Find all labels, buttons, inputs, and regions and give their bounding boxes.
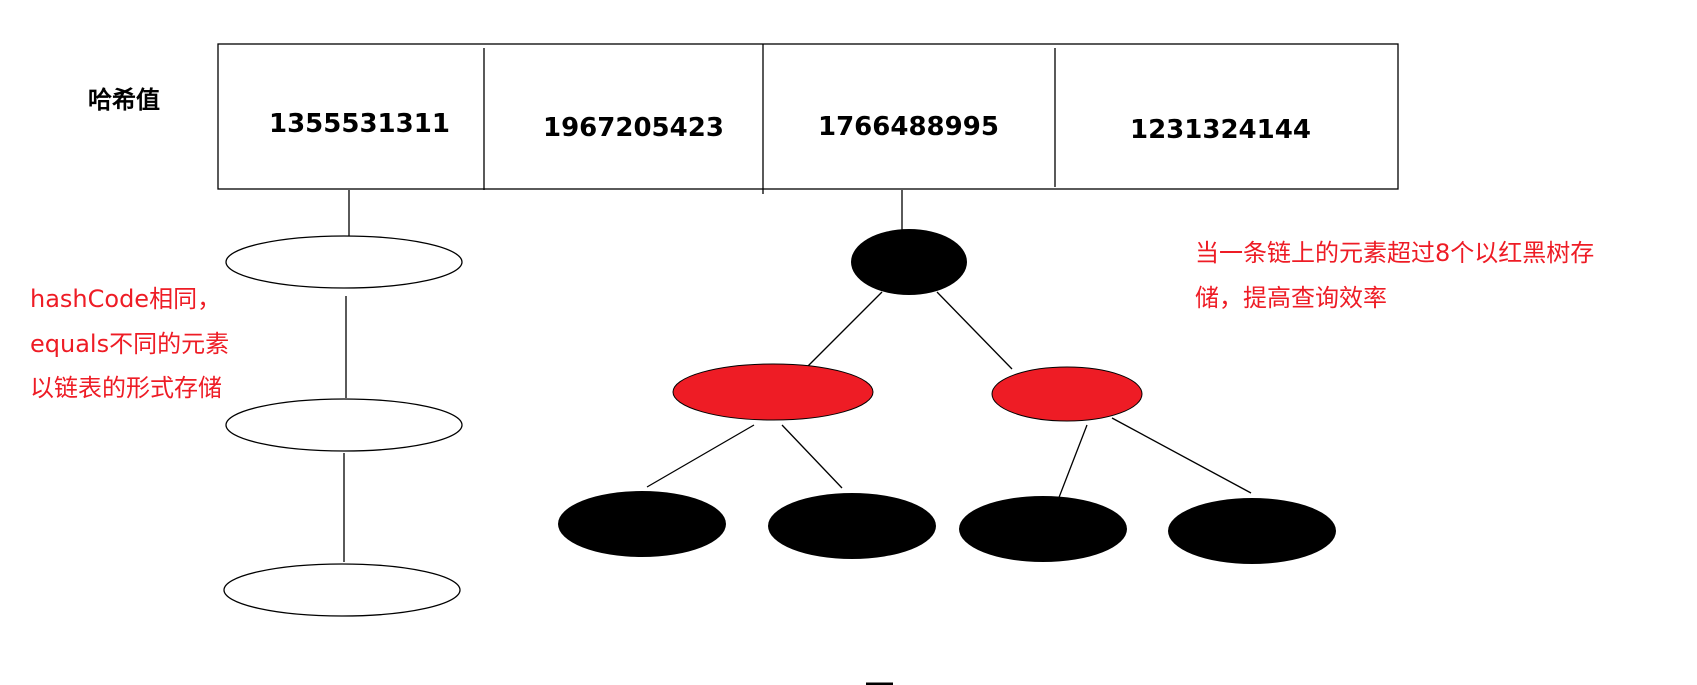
tree-link (802, 291, 883, 372)
hash-cell-value: 1355531311 (269, 109, 450, 139)
tree-link (1057, 424, 1088, 501)
hash-table: 1355531311 1967205423 1766488995 1231324… (217, 43, 1399, 194)
linked-list-note: hashCode相同， equals不同的元素 以链表的形式存储 (30, 285, 237, 402)
note-line: 储，提高查询效率 (1195, 284, 1387, 312)
hash-cell-value: 1231324144 (1130, 115, 1311, 145)
tree-node-black (1168, 498, 1336, 564)
tree-node-red (991, 366, 1143, 422)
tree-note: 当一条链上的元素超过8个以红黑树存 储，提高查询效率 (1195, 239, 1602, 312)
tree-link (936, 291, 1013, 370)
tree-node-black (558, 491, 726, 557)
hash-table-border (217, 43, 1399, 190)
list-node (225, 235, 463, 289)
red-black-tree (558, 190, 1336, 564)
note-line: 以链表的形式存储 (30, 374, 222, 402)
note-line: hashCode相同， (30, 285, 221, 313)
tree-link (1111, 417, 1252, 494)
tree-node-black (959, 496, 1127, 562)
note-line: 当一条链上的元素超过8个以红黑树存 (1195, 239, 1594, 267)
hash-cell-value: 1967205423 (543, 113, 724, 143)
tree-node-black (768, 493, 936, 559)
tree-link (646, 424, 755, 488)
tree-node-red (672, 363, 874, 421)
tree-link (781, 424, 843, 489)
tree-node-black (851, 229, 967, 295)
list-node (225, 398, 463, 452)
note-line: equals不同的元素 (30, 330, 229, 358)
linked-list (223, 190, 463, 617)
list-node (223, 563, 461, 617)
hash-label: 哈希值 (88, 86, 160, 114)
hash-cell-value: 1766488995 (818, 112, 999, 142)
